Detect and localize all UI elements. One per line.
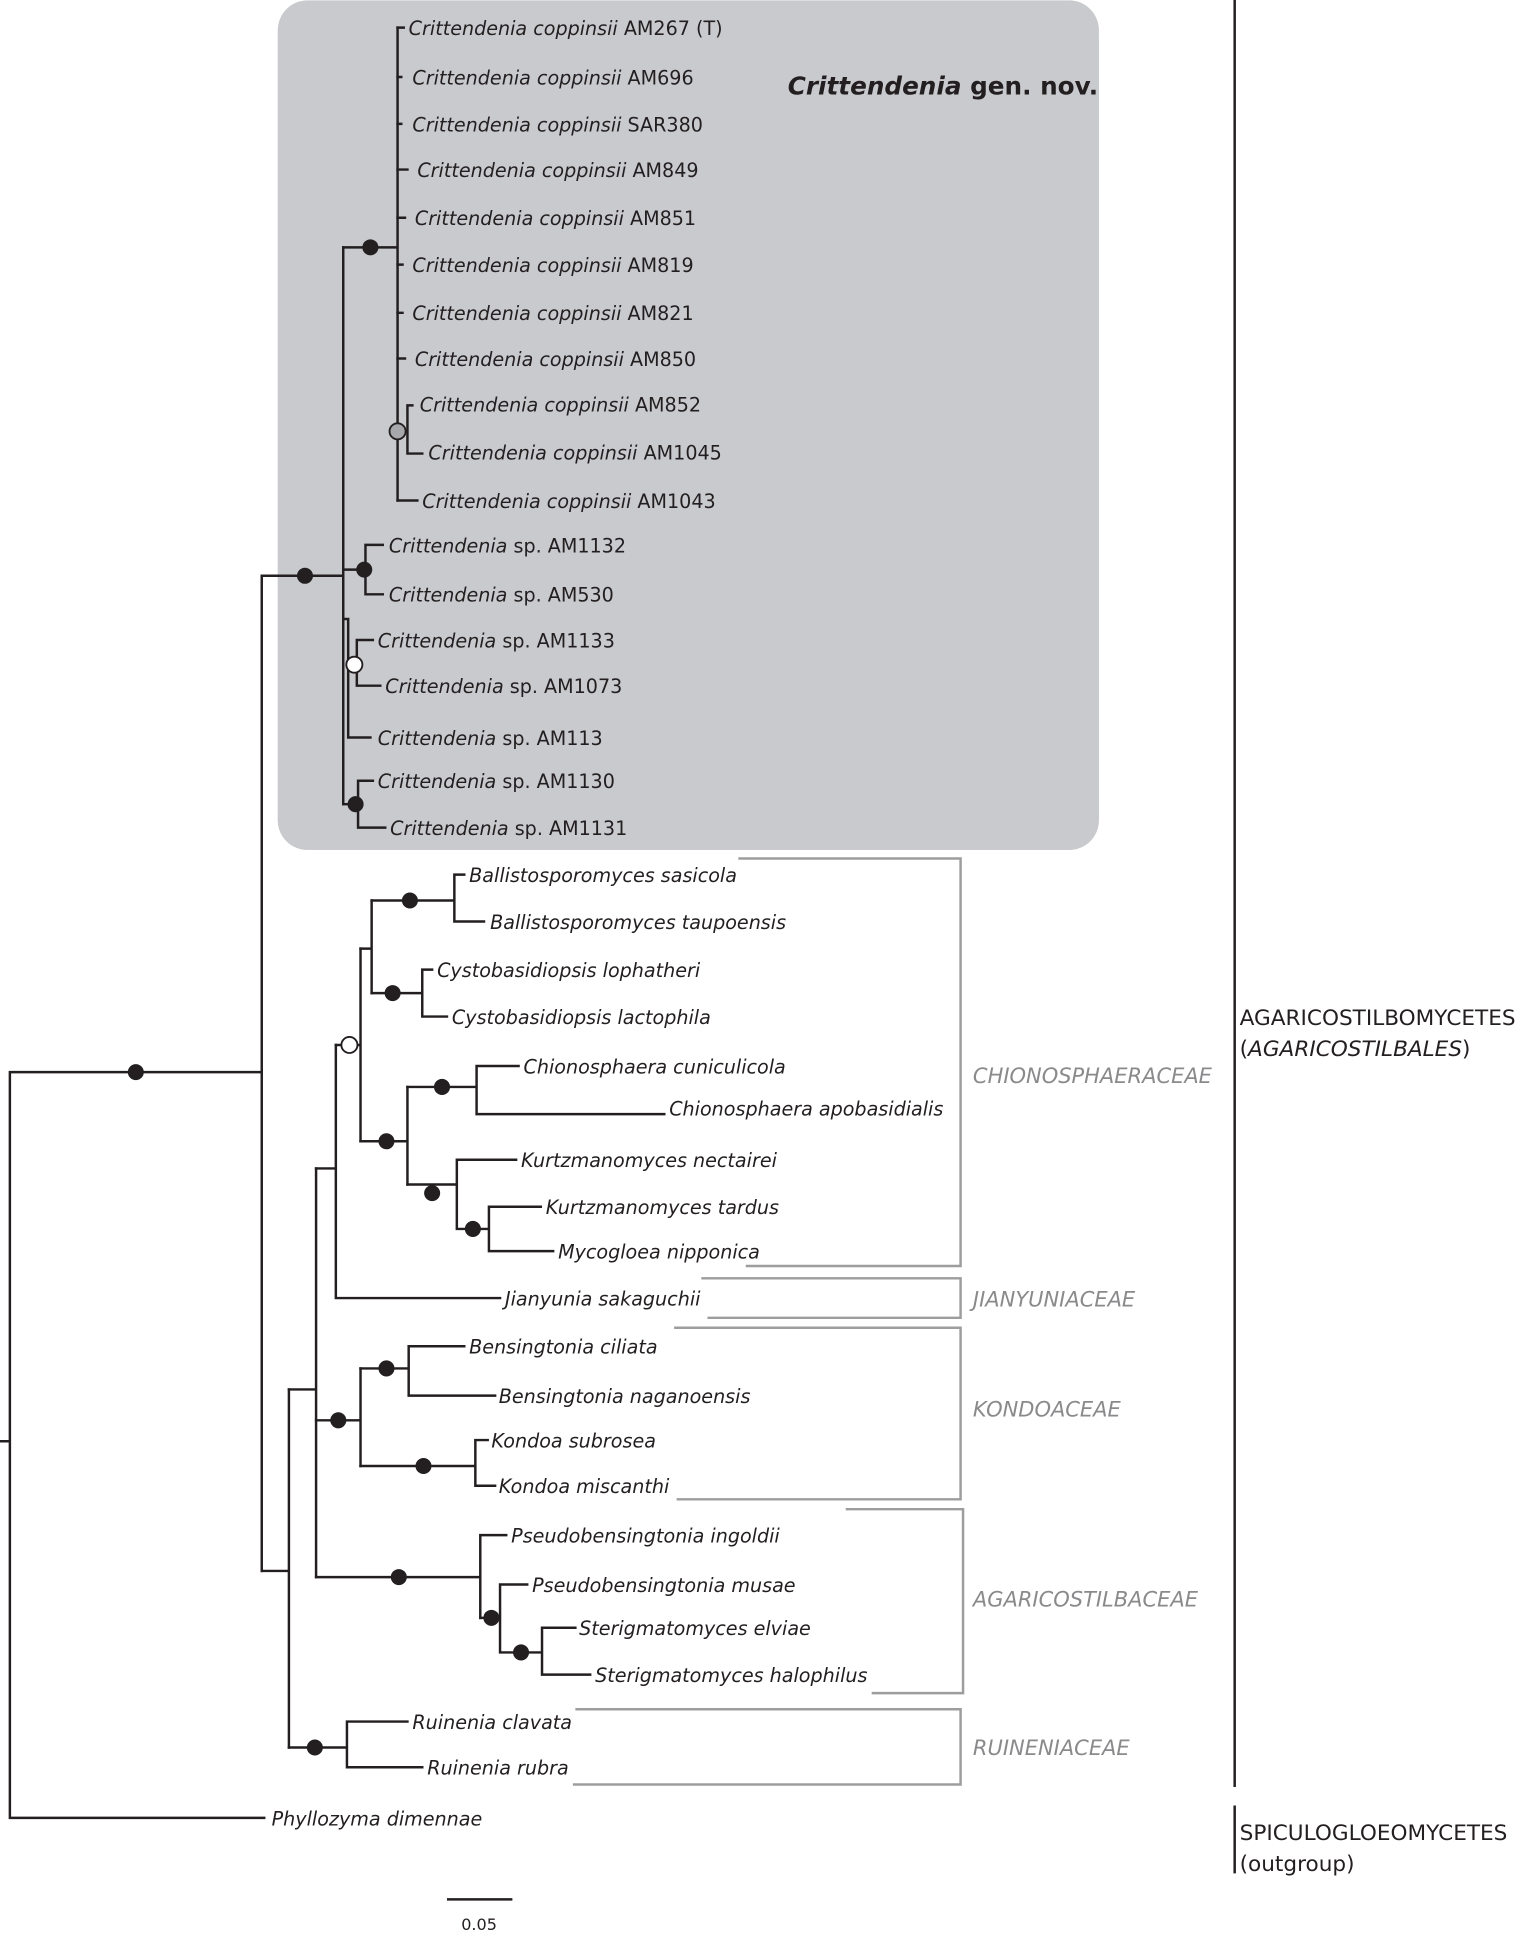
support-filled-circle: [384, 985, 401, 1002]
taxon-label: Jianyunia sakaguchii: [501, 1287, 701, 1310]
taxon-label: Crittendenia coppinsii SAR380: [412, 113, 703, 136]
taxon-label: Crittendenia sp. AM1130: [378, 770, 615, 793]
bracket-jianyuniaceae: [701, 1277, 962, 1320]
taxon-label: Chionosphaera apobasidialis: [669, 1097, 943, 1120]
bracket-ruineniaceae: [572, 1707, 962, 1786]
taxon-label: Crittendenia coppinsii AM696: [412, 66, 693, 89]
family-label-chionosphaeraceae: CHIONOSPHAERACEAE: [973, 1064, 1213, 1088]
support-filled-circle: [306, 1739, 323, 1756]
support-filled-circle: [390, 1569, 407, 1586]
outgroup-note: (outgroup): [1240, 1852, 1355, 1877]
support-filled-circle: [433, 1078, 451, 1095]
taxon-label: Kurtzmanomyces tardus: [546, 1196, 779, 1219]
taxon-label: Kondoa subrosea: [491, 1429, 656, 1452]
taxon-label: Crittendenia coppinsii AM849: [417, 159, 698, 182]
support-open-circle: [340, 1036, 359, 1054]
taxon-label: Ballistosporomyces taupoensis: [490, 911, 786, 934]
clade-title: Crittendenia gen. nov.: [788, 71, 1098, 100]
taxon-label: Crittendenia coppinsii AM267 (T): [409, 17, 723, 40]
scale-bar: 0.05: [446, 1898, 513, 1934]
taxon-label: Bensingtonia ciliata: [469, 1336, 657, 1359]
taxon-label: Crittendenia sp. AM1133: [378, 629, 615, 652]
taxon-label: Crittendenia coppinsii AM1045: [428, 442, 721, 465]
class-labels: AGARICOSTILBOMYCETES (AGARICOSTILBALES) …: [1233, 0, 1516, 1877]
taxon-label: Phyllozyma dimennae: [272, 1807, 483, 1830]
family-label-ruineniaceae: RUINENIACEAE: [973, 1736, 1130, 1760]
support-filled-circle: [415, 1457, 432, 1475]
family-label-jianyuniaceae: JIANYUNIACEAE: [969, 1288, 1136, 1312]
taxon-label: Crittendenia coppinsii AM851: [415, 207, 696, 230]
taxon-label: Crittendenia sp. AM113: [378, 727, 603, 750]
taxon-labels: Crittendenia coppinsii AM267 (T) Critten…: [272, 17, 944, 1830]
taxon-label: Crittendenia sp. AM1132: [389, 534, 626, 557]
taxon-label: Crittendenia sp. AM1131: [390, 817, 627, 840]
crittendenia-highlight-box-top: [277, 0, 1099, 850]
taxon-label: Crittendenia coppinsii AM819: [412, 254, 693, 277]
taxon-label: Bensingtonia naganoensis: [499, 1385, 751, 1408]
support-filled-circle: [483, 1609, 500, 1626]
support-gray-circle: [388, 422, 407, 441]
support-filled-circle: [378, 1133, 395, 1150]
ingroup-class-label: AGARICOSTILBOMYCETES: [1240, 1006, 1516, 1031]
support-filled-circle: [401, 892, 418, 909]
taxon-label: Crittendenia coppinsii AM850: [415, 348, 696, 371]
taxon-label: Ruinenia clavata: [412, 1711, 572, 1734]
taxon-label: Pseudobensingtonia musae: [532, 1574, 795, 1597]
ingroup-order-label: (AGARICOSTILBALES): [1240, 1037, 1471, 1062]
taxon-label: Pseudobensingtonia ingoldii: [511, 1525, 780, 1548]
support-markers: [127, 239, 530, 1756]
bracket-kondoaceae: [674, 1326, 962, 1501]
clade-title-genus: Crittendenia: [788, 71, 962, 100]
taxon-label: Crittendenia sp. AM1073: [385, 675, 622, 698]
family-label-kondoaceae: KONDOACEAE: [973, 1398, 1122, 1422]
taxon-label: Ballistosporomyces sasicola: [469, 864, 737, 887]
support-filled-circle: [464, 1220, 481, 1237]
taxon-label: Crittendenia sp. AM530: [389, 584, 614, 607]
taxon-label: Sterigmatomyces halophilus: [595, 1664, 867, 1687]
taxon-label: Cystobasidiopsis lactophila: [452, 1006, 711, 1029]
bracket-chionosphaeraceae: [738, 857, 962, 1268]
outgroup-class-label: SPICULOGLOEOMYCETES: [1240, 1821, 1508, 1846]
support-filled-circle: [356, 561, 373, 578]
family-brackets: CHIONOSPHAERACEAE JIANYUNIACEAE KONDOACE…: [572, 857, 1213, 1786]
taxon-label: Ruinenia rubra: [427, 1757, 569, 1780]
taxon-label: Mycogloea nipponica: [558, 1241, 760, 1264]
support-filled-circle: [378, 1360, 395, 1377]
support-open-circle: [345, 655, 364, 674]
bracket-agaricostilbaceae: [845, 1507, 965, 1695]
support-filled-circle: [513, 1644, 530, 1661]
support-filled-circle: [424, 1185, 441, 1202]
taxon-label: Sterigmatomyces elviae: [579, 1617, 811, 1640]
taxon-label: Kondoa miscanthi: [499, 1475, 670, 1498]
support-filled-circle: [127, 1064, 144, 1081]
support-filled-circle: [330, 1412, 347, 1429]
clade-title-suffix: gen. nov.: [962, 71, 1099, 100]
family-label-agaricostilbaceae: AGARICOSTILBACEAE: [971, 1588, 1199, 1612]
scale-bar-label: 0.05: [461, 1915, 497, 1934]
taxon-label: Crittendenia coppinsii AM821: [412, 302, 693, 325]
support-filled-circle: [347, 796, 364, 813]
taxon-label: Crittendenia coppinsii AM852: [420, 394, 701, 417]
support-filled-circle: [362, 239, 379, 256]
taxon-label: Kurtzmanomyces nectairei: [521, 1149, 778, 1172]
taxon-label: Crittendenia coppinsii AM1043: [422, 490, 715, 513]
taxon-label: Cystobasidiopsis lophatheri: [437, 959, 701, 982]
taxon-label: Chionosphaera cuniculicola: [524, 1055, 786, 1078]
support-filled-circle: [296, 567, 313, 584]
